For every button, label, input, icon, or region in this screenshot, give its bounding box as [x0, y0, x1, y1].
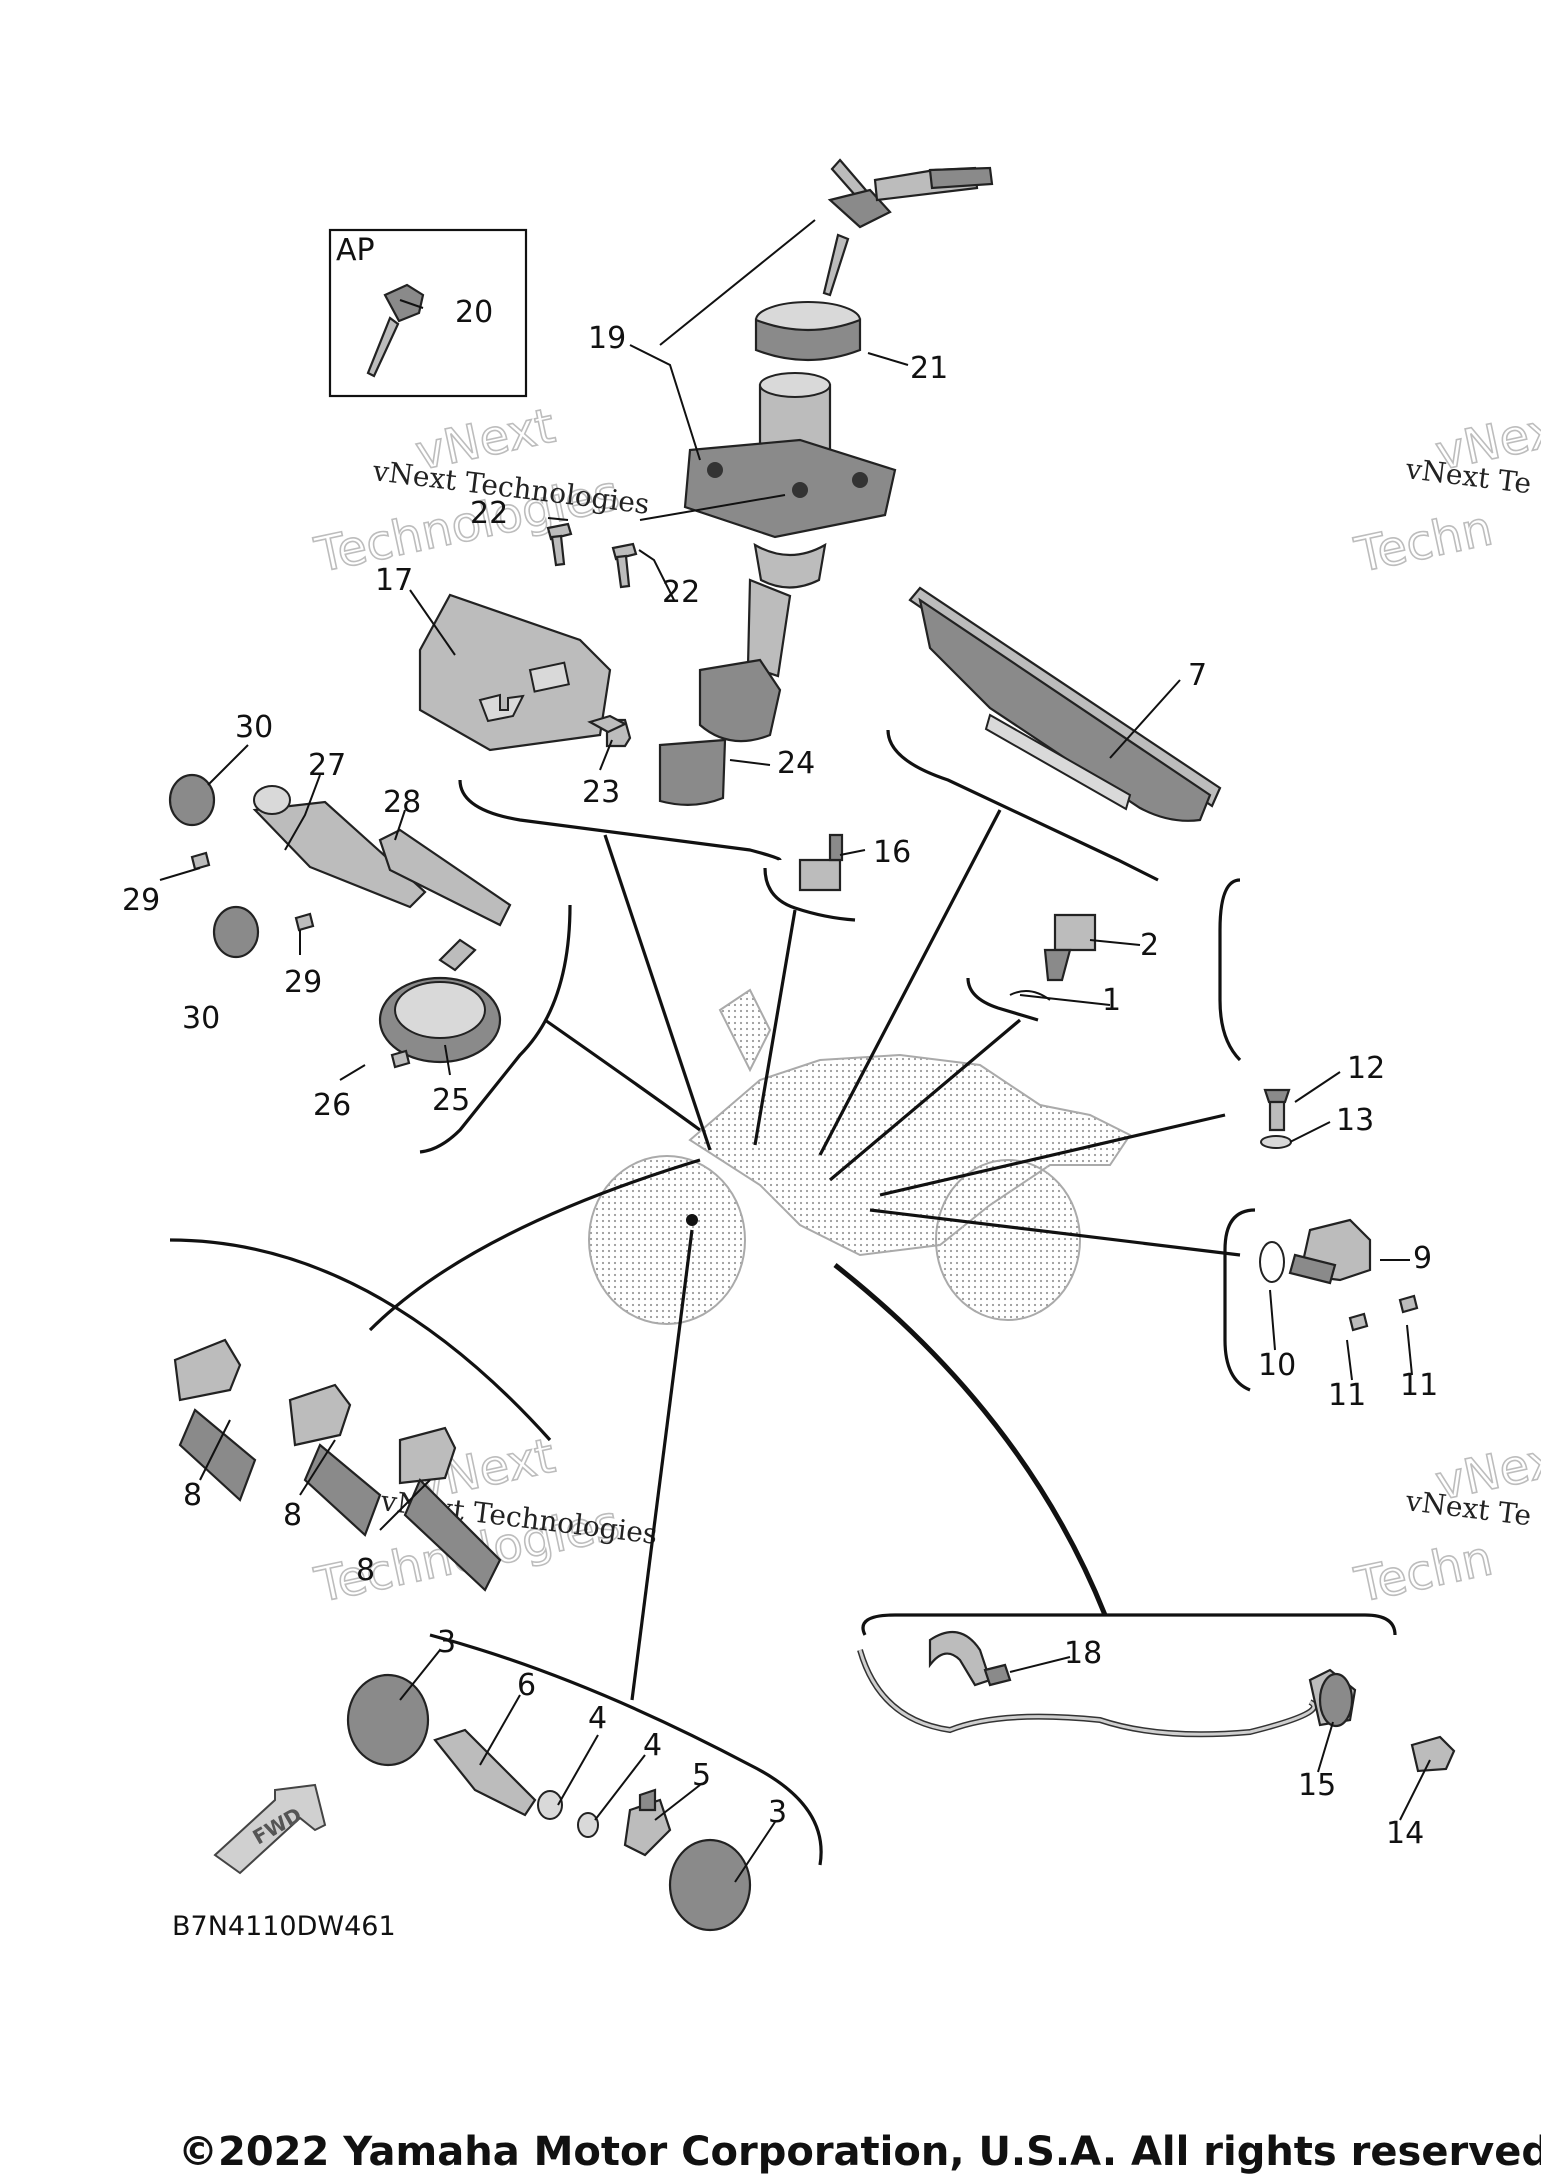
switch-12-icon — [1263, 1088, 1291, 1132]
motorcycle-silhouette — [588, 988, 1132, 1325]
callout-24: 24 — [777, 746, 815, 781]
key-cylinder-cap-icon — [754, 301, 862, 362]
switch-14-icon — [1410, 1735, 1456, 1773]
handlebar-switch-icon — [173, 1338, 502, 1592]
callout-4-lower: 4 — [643, 1728, 662, 1763]
callout-3-right: 3 — [768, 1795, 787, 1830]
callout-25: 25 — [432, 1083, 470, 1118]
callout-8-c: 8 — [356, 1553, 375, 1588]
callout-29-left: 29 — [122, 883, 160, 918]
callout-30-lower: 30 — [182, 1001, 220, 1036]
washer-4-icon — [537, 1790, 599, 1838]
ap-box: AP — [328, 228, 528, 398]
callout-leaders — [159, 219, 1431, 1883]
main-switch-body-icon — [683, 372, 897, 743]
callout-23: 23 — [582, 775, 620, 810]
bracket-28-icon — [378, 828, 512, 927]
sensor-15-icon — [1308, 1668, 1357, 1728]
watermark-upper-left: vNext Technologies vNext Technologies — [309, 397, 651, 585]
main-switch-assembly — [418, 158, 994, 806]
callout-22-upper: 22 — [470, 496, 508, 531]
callout-16: 16 — [873, 835, 911, 870]
callout-9: 9 — [1413, 1241, 1432, 1276]
bolt-11-icon — [1348, 1294, 1419, 1332]
watermark-big-bottom: Techn — [1350, 500, 1498, 584]
callout-26: 26 — [313, 1088, 351, 1123]
sensor-5-icon — [623, 1788, 672, 1857]
callout-3-left: 3 — [437, 1625, 456, 1660]
callout-8-b: 8 — [283, 1498, 302, 1533]
callout-11-right: 11 — [1400, 1368, 1438, 1403]
bracket-17-icon — [418, 593, 612, 752]
callout-6: 6 — [517, 1668, 536, 1703]
ap-label: AP — [336, 233, 375, 268]
sensor-16-icon — [798, 833, 844, 892]
callout-18: 18 — [1064, 1636, 1102, 1671]
callout-14: 14 — [1386, 1816, 1424, 1851]
callout-10: 10 — [1258, 1348, 1296, 1383]
callout-22-lower: 22 — [662, 575, 700, 610]
callout-29-right: 29 — [284, 965, 322, 1000]
diagram-reference-code: B7N4110DW461 — [172, 1911, 396, 1942]
clamp-18-icon — [928, 1630, 1012, 1687]
callouts: 1 2 3 3 4 4 5 6 7 8 8 8 9 10 11 11 12 13… — [122, 295, 1438, 1851]
callout-19: 19 — [588, 321, 626, 356]
callout-17: 17 — [375, 563, 413, 598]
bolt-29-icon — [190, 851, 315, 932]
switch-2-icon — [1043, 913, 1097, 982]
callout-20: 20 — [455, 295, 493, 330]
spare-key-icon — [366, 283, 425, 378]
bolt-23-icon — [587, 714, 632, 748]
collar-sleeve-icon — [658, 738, 727, 806]
callout-5: 5 — [692, 1758, 711, 1793]
wire-harness-icon — [857, 1649, 1317, 1738]
switch-bolt-icon — [546, 522, 638, 589]
watermark-big-bottom: Techn — [1350, 1530, 1498, 1614]
callout-11-left: 11 — [1328, 1378, 1366, 1413]
sensor-cover-3-right-icon — [668, 1838, 752, 1932]
callout-1: 1 — [1102, 983, 1121, 1018]
sensor-cover-3-left-icon — [346, 1673, 430, 1767]
bracket-6-icon — [433, 1728, 537, 1817]
callout-12: 12 — [1347, 1051, 1385, 1086]
bolt-26-icon — [390, 1049, 411, 1069]
sensor-9-icon — [1288, 1218, 1372, 1285]
horn-icon — [378, 938, 502, 1064]
copyright-notice: ©2022 Yamaha Motor Corporation, U.S.A. A… — [178, 2129, 1541, 2175]
callout-7: 7 — [1188, 658, 1207, 693]
meter-assembly-icon — [908, 586, 1222, 822]
callout-8-a: 8 — [183, 1478, 202, 1513]
gasket-13-icon — [1260, 1135, 1292, 1149]
o-ring-10-icon — [1259, 1241, 1285, 1283]
horn-group — [168, 773, 512, 1069]
watermark-lower-right: vNext Techn vNext Te — [1349, 1427, 1541, 1615]
callout-30-upper: 30 — [235, 710, 273, 745]
key-set-icon — [822, 158, 994, 297]
callout-4-upper: 4 — [588, 1701, 607, 1736]
callout-2: 2 — [1140, 928, 1159, 963]
callout-27: 27 — [308, 748, 346, 783]
group-leaders — [169, 729, 1397, 1866]
damper-30-lower-icon — [212, 905, 260, 959]
callout-21: 21 — [910, 351, 948, 386]
watermark-upper-right: vNext Techn vNext Te — [1349, 397, 1541, 585]
callout-13: 13 — [1336, 1103, 1374, 1138]
callout-15: 15 — [1298, 1768, 1336, 1803]
callout-28: 28 — [383, 785, 421, 820]
damper-30-upper-icon — [168, 773, 216, 827]
fwd-arrow-icon: FWD — [213, 1783, 327, 1875]
